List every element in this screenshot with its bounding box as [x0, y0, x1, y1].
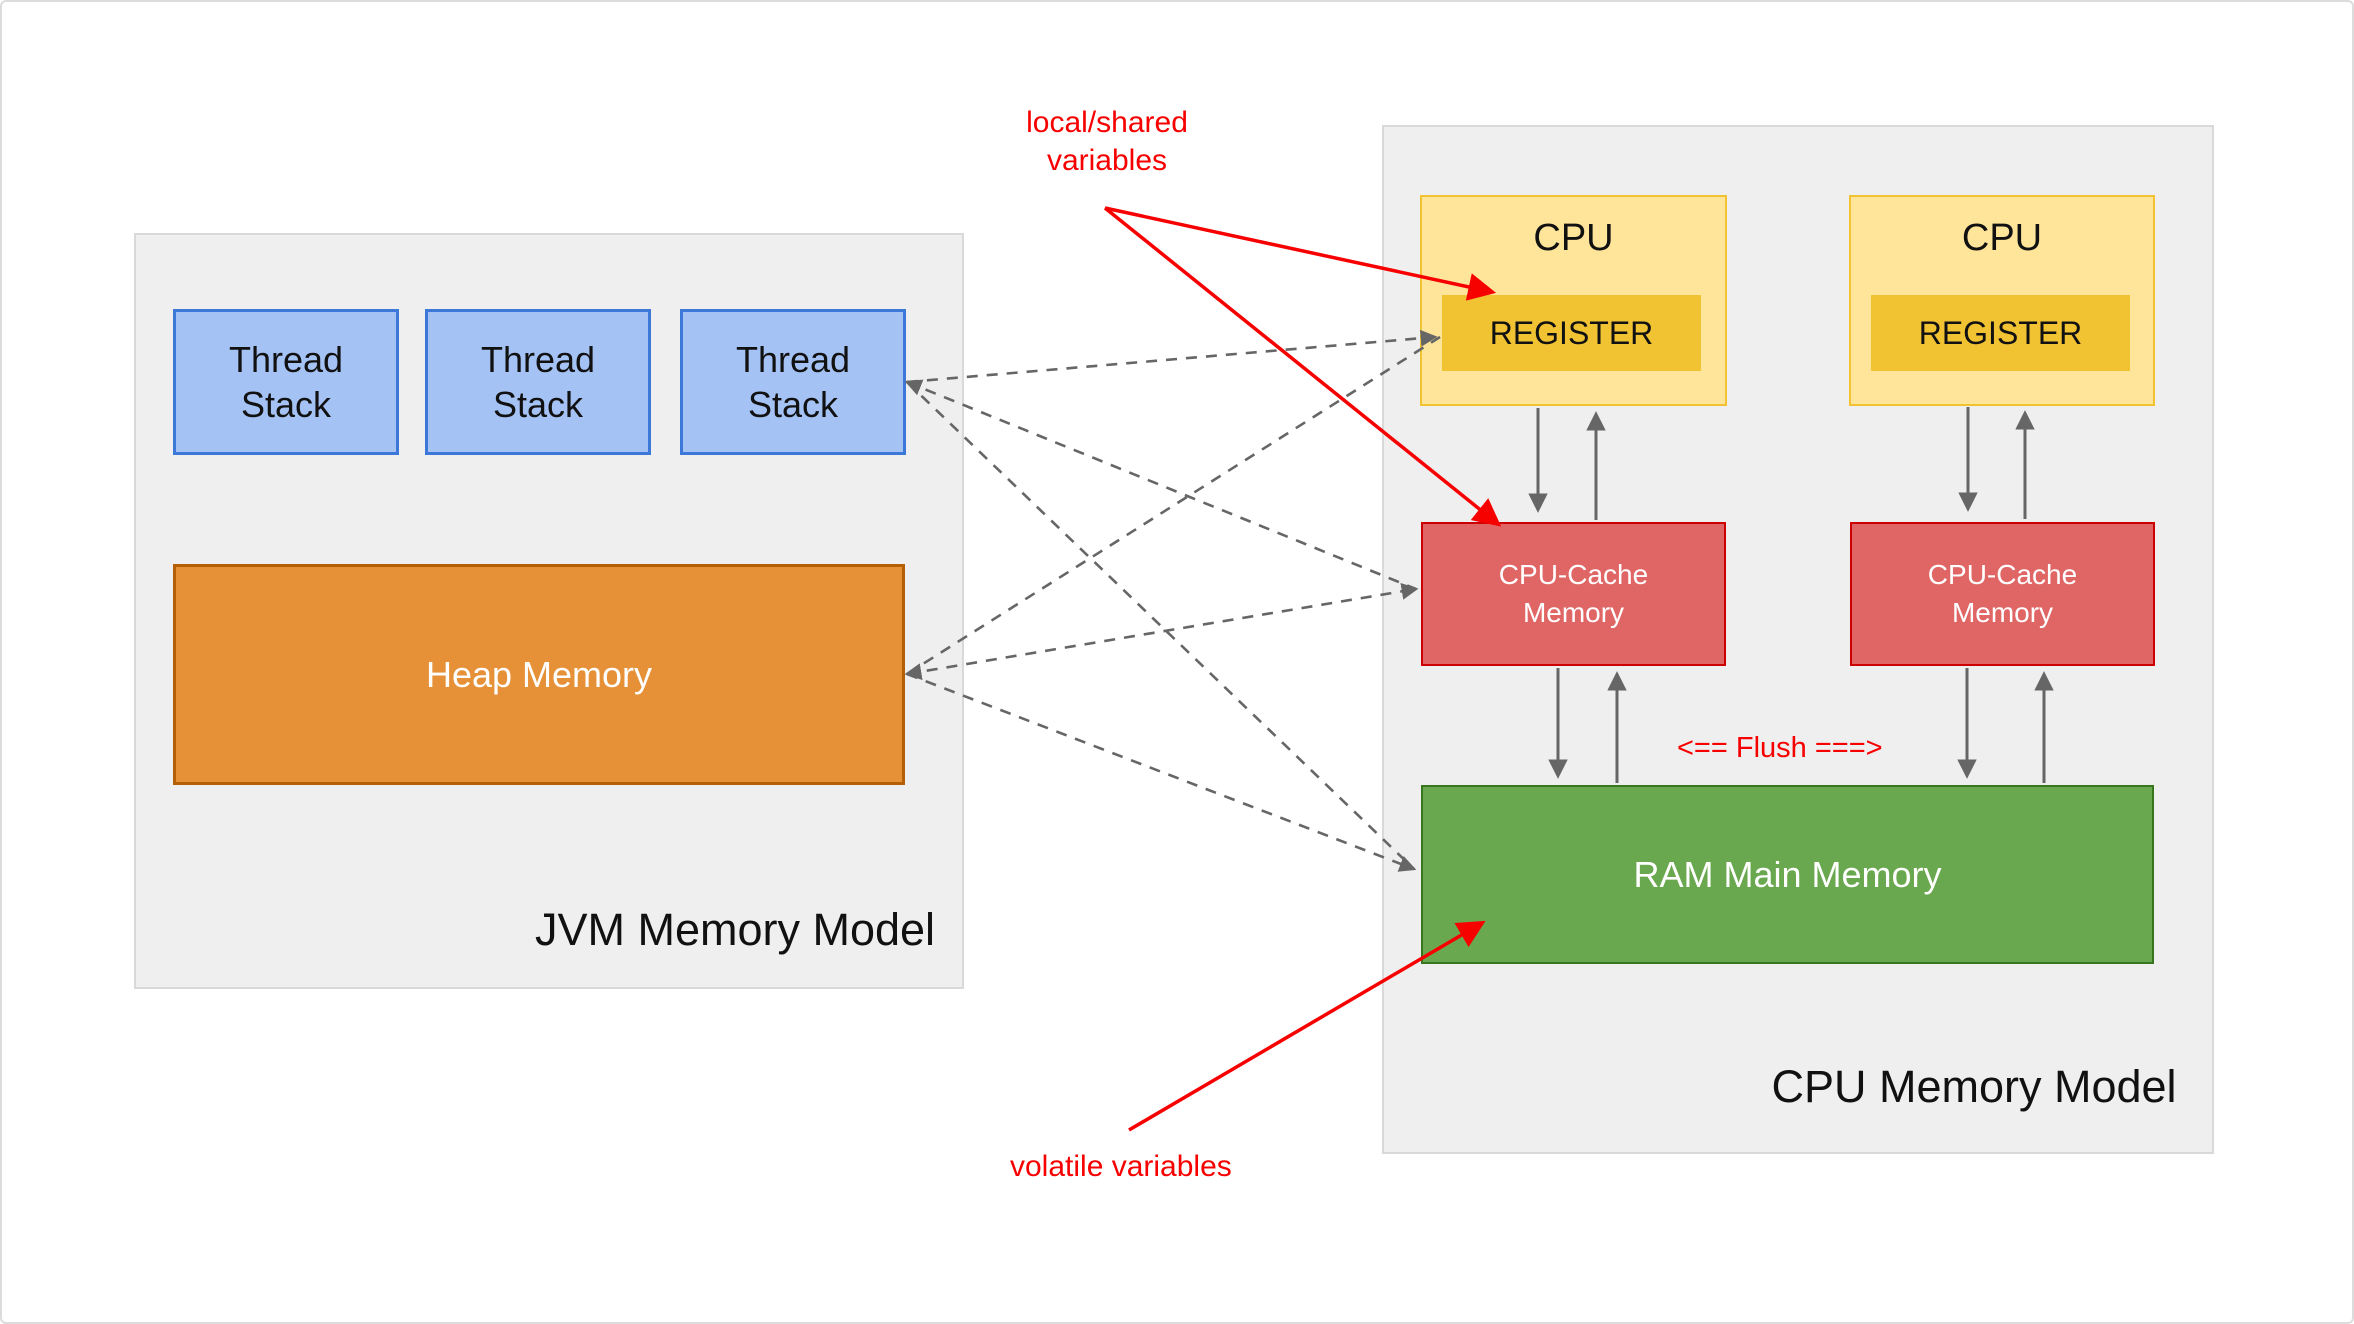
dashed-arrow-thread-to-ram	[906, 381, 1415, 870]
cpu-cache-label: CPU-Cache Memory	[1498, 559, 1649, 628]
dashed-memory-access-arrows	[904, 329, 1441, 872]
dashed-arrow-heap-to-register	[906, 335, 1441, 676]
ram-main-memory-box: RAM Main Memory	[1421, 785, 2154, 964]
heap-memory-box: Heap Memory	[173, 564, 905, 785]
dashed-arrow-heap-to-cache	[904, 583, 1419, 680]
thread-stack-box-2: Thread Stack	[425, 309, 651, 455]
register-label: REGISTER	[1918, 314, 2083, 351]
dashed-arrow-thread-to-register	[906, 329, 1438, 384]
cpu-cache-box-1: CPU-Cache Memory	[1421, 522, 1726, 666]
ram-label: RAM Main Memory	[1633, 853, 1942, 895]
cpu-cache-label: CPU-Cache Memory	[1927, 559, 2078, 628]
thread-stack-box-3: Thread Stack	[680, 309, 906, 455]
thread-stack-label: Thread Stack	[735, 339, 851, 425]
cpu-label: CPU	[1533, 217, 1614, 259]
flush-annotation: <== Flush ===>	[1677, 732, 1883, 764]
thread-stack-label: Thread Stack	[228, 339, 344, 425]
dashed-arrow-heap-to-ram	[906, 672, 1417, 872]
register-label: REGISTER	[1489, 314, 1654, 351]
thread-stack-label: Thread Stack	[480, 339, 596, 425]
register-box-2: REGISTER	[1871, 295, 2130, 371]
jvm-panel-title: JVM Memory Model	[534, 904, 936, 955]
heap-memory-label: Heap Memory	[425, 653, 653, 695]
cpu-box-2: CPU REGISTER	[1849, 195, 2155, 406]
local-shared-variables-annotation: local/shared variables	[1026, 106, 1188, 177]
cpu-panel-title: CPU Memory Model	[1771, 1061, 2177, 1112]
dashed-arrow-thread-to-cache	[904, 379, 1417, 591]
volatile-variables-annotation: volatile variables	[1010, 1150, 1232, 1183]
cpu-label: CPU	[1961, 217, 2043, 259]
register-box-1: REGISTER	[1442, 295, 1701, 371]
cpu-box-1: CPU REGISTER	[1420, 195, 1727, 406]
cpu-cache-box-2: CPU-Cache Memory	[1850, 522, 2155, 666]
thread-stack-box-1: Thread Stack	[173, 309, 399, 455]
